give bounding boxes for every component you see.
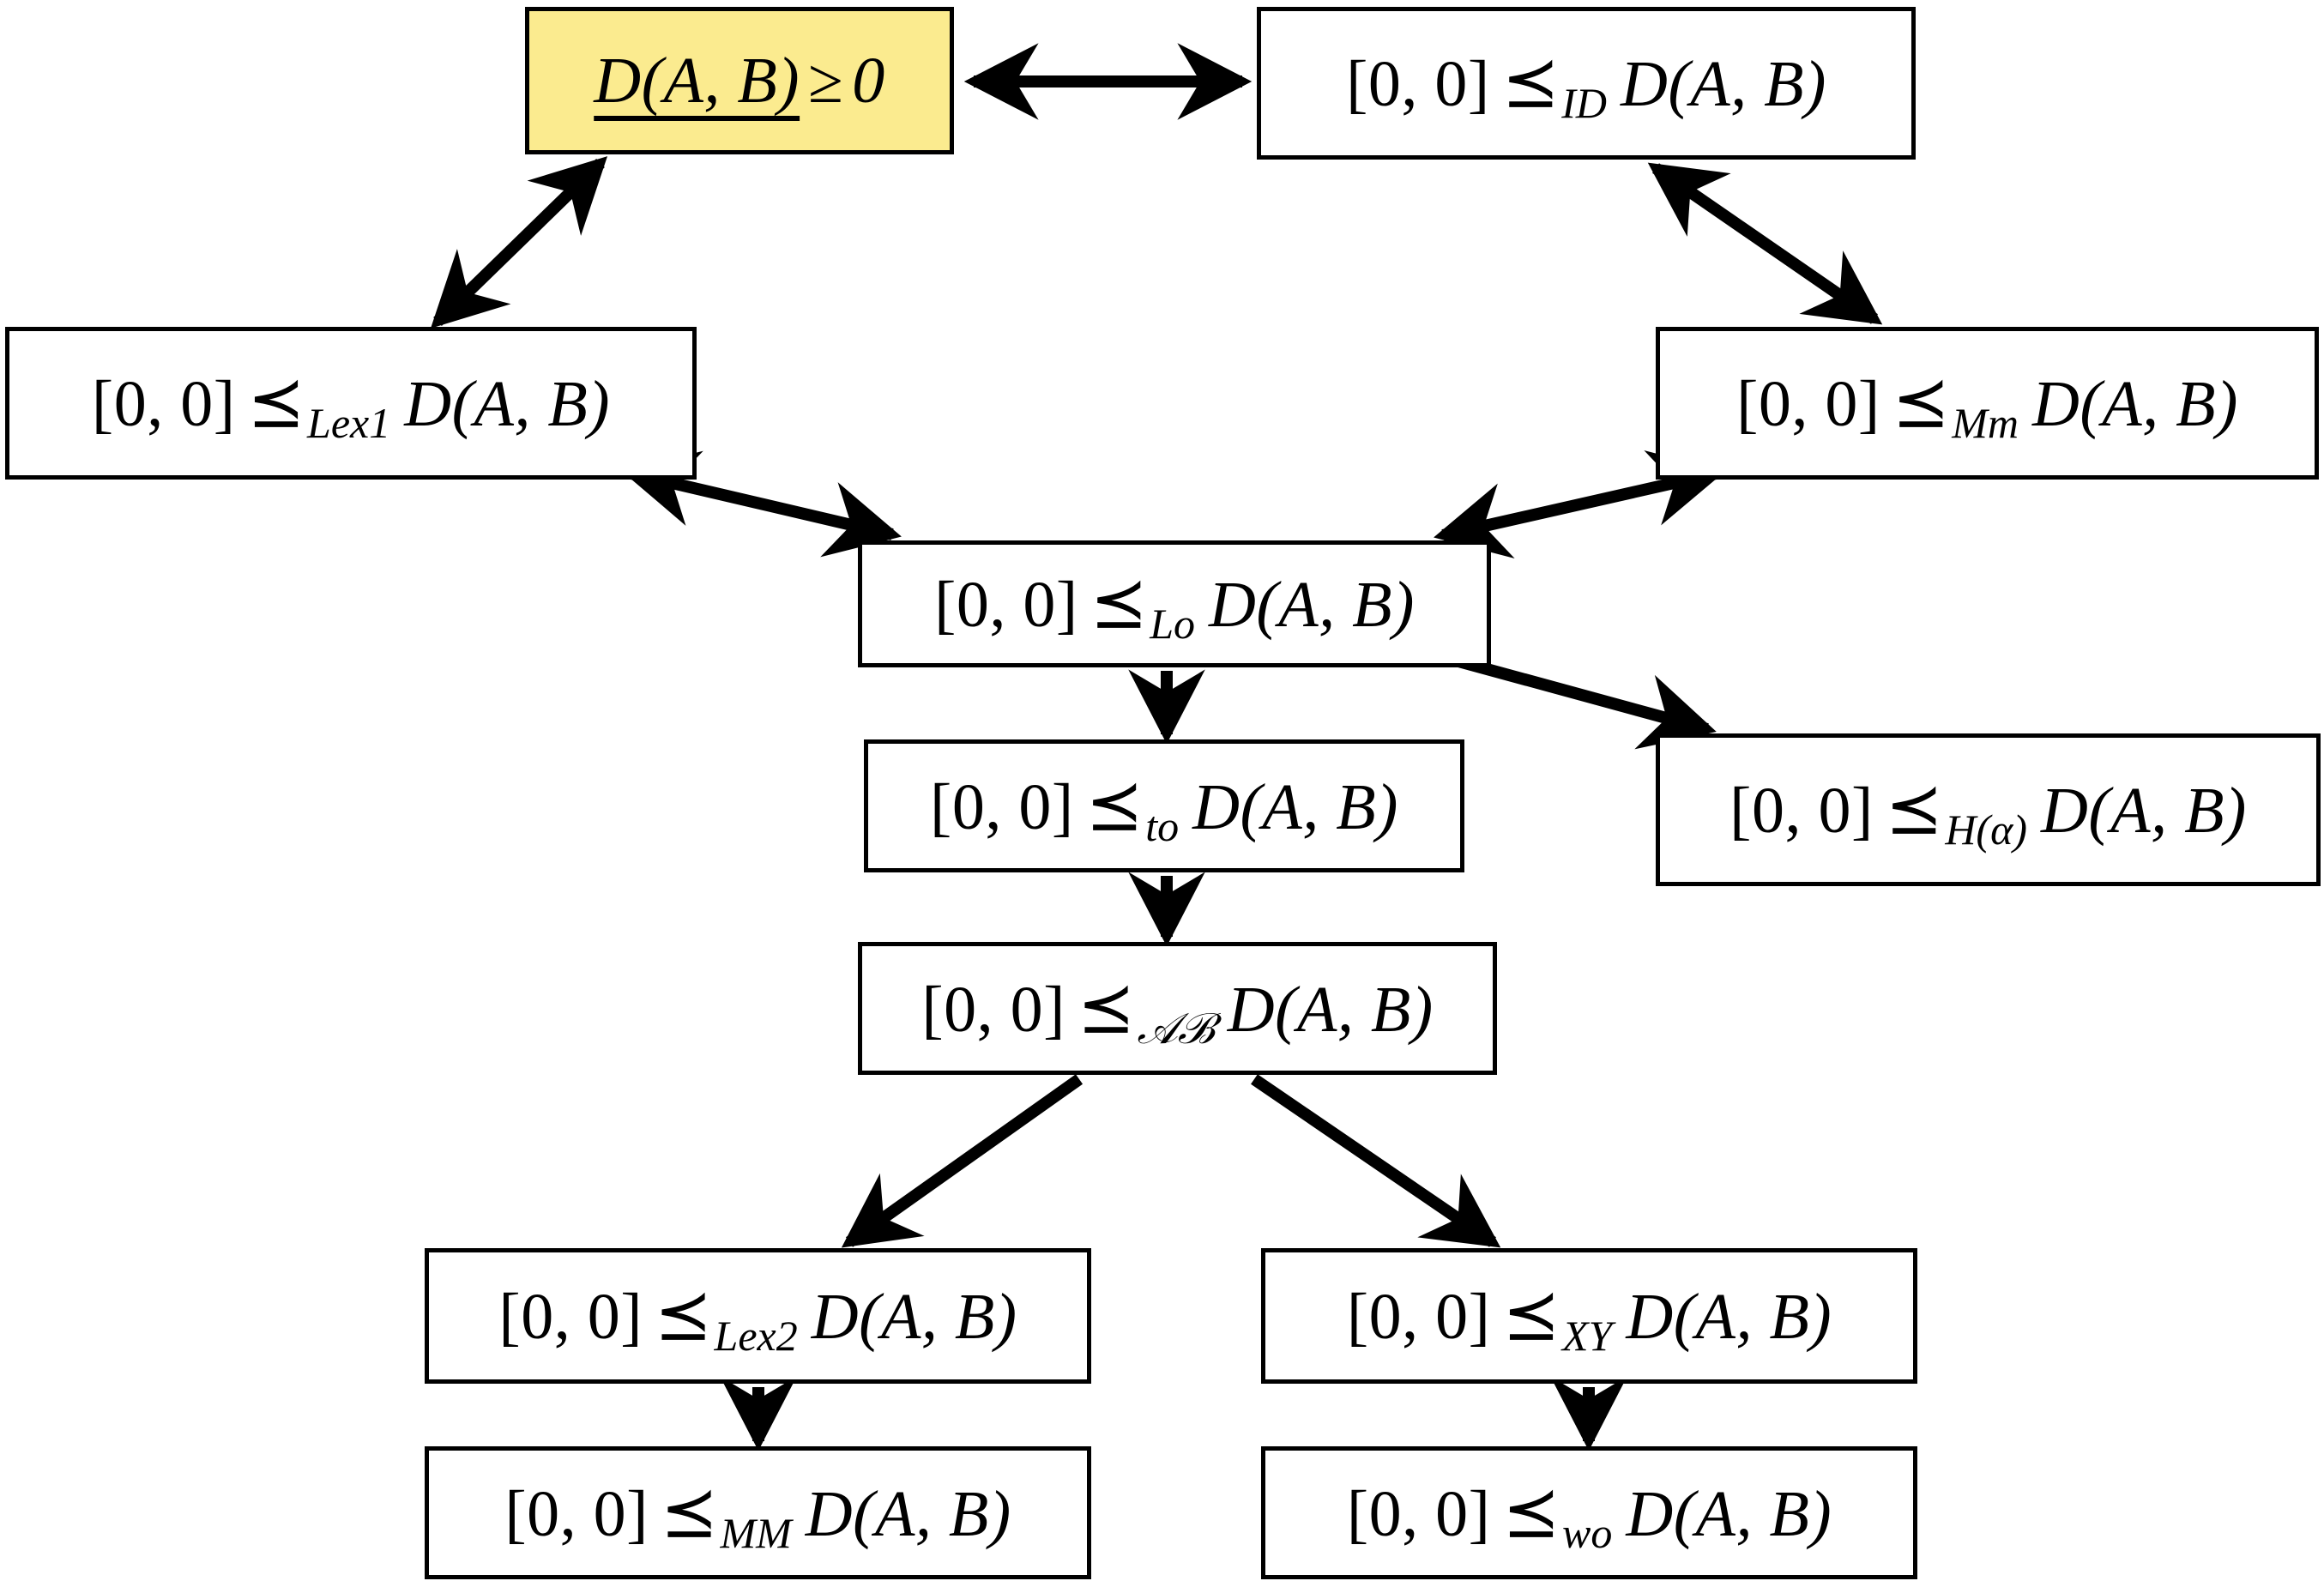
- distance-expr: D(A, B): [1626, 1477, 1832, 1550]
- node-lex2[interactable]: [0, 0]⪯Lex2 D(A, B): [425, 1248, 1091, 1384]
- node-formula: [0, 0]⪯wo D(A, B): [1346, 1475, 1832, 1554]
- distance-expr: D(A, B): [1621, 48, 1826, 120]
- preceq-relation-symbol: ⪯: [1077, 970, 1136, 1047]
- edge-lex1-lo: [622, 450, 902, 558]
- preceq-relation-symbol: ⪯: [1085, 768, 1144, 844]
- relation-subscript: to: [1145, 801, 1180, 850]
- preceq-relation-symbol: ⪯: [1090, 566, 1149, 642]
- preceq-relation-symbol: ⪯: [1501, 45, 1560, 121]
- node-wo[interactable]: [0, 0]⪯wo D(A, B): [1261, 1446, 1917, 1579]
- distance-expr: D(A, B): [404, 368, 611, 440]
- interval-literal: [0, 0]: [1346, 1281, 1491, 1353]
- zero-literal: 0: [852, 45, 885, 117]
- preceq-relation-symbol: ⪯: [1892, 365, 1951, 441]
- node-lex1[interactable]: [0, 0]⪯Lex1 D(A, B): [5, 327, 697, 480]
- edge-lex1-dab: [430, 156, 608, 329]
- edge-ab-lex2: [841, 1074, 1084, 1248]
- interval-literal: [0, 0]: [934, 569, 1078, 641]
- node-xy[interactable]: [0, 0]⪯XY D(A, B): [1261, 1248, 1917, 1384]
- node-lo[interactable]: [0, 0]⪯Lo D(A, B): [858, 540, 1491, 667]
- relation-subscript: Lex1: [307, 399, 391, 447]
- preceq-relation-symbol: ⪯: [1502, 1475, 1560, 1551]
- node-formula: [0, 0]⪯Lex1 D(A, B): [91, 365, 611, 444]
- underlined-distance-expr: D(A, B): [594, 45, 800, 117]
- edge-ab-xy: [1251, 1074, 1501, 1248]
- edge-lo-mm: [1434, 450, 1725, 558]
- distance-expr: D(A, B): [811, 1281, 1017, 1353]
- relation-subscript: Lex2: [714, 1312, 798, 1360]
- relation-subscript: ID: [1561, 79, 1608, 127]
- node-mm[interactable]: [0, 0]⪯Mm D(A, B): [1656, 327, 2319, 480]
- distance-expr: D(A, B): [805, 1477, 1011, 1550]
- node-d-ab-geq-zero[interactable]: D(A, B)≥0: [525, 7, 954, 154]
- interval-literal: [0, 0]: [91, 368, 236, 440]
- node-formula: [0, 0]⪯XY D(A, B): [1346, 1278, 1832, 1357]
- interval-literal: [0, 0]: [921, 973, 1065, 1046]
- interval-literal: [0, 0]: [1736, 368, 1880, 440]
- distance-expr: D(A, B): [2032, 368, 2238, 440]
- node-mm-upper[interactable]: [0, 0]⪯MM D(A, B): [425, 1446, 1091, 1579]
- node-formula: [0, 0]⪯ID D(A, B): [1346, 45, 1826, 124]
- node-formula: [0, 0]⪯MM D(A, B): [504, 1475, 1011, 1554]
- node-formula: [0, 0]⪯H(α) D(A, B): [1729, 772, 2247, 851]
- relation-subscript: H(α): [1945, 806, 2027, 854]
- preceq-relation-symbol: ⪯: [1885, 772, 1944, 848]
- preceq-relation-symbol: ⪯: [655, 1278, 713, 1354]
- preceq-relation-symbol: ⪯: [247, 365, 306, 441]
- node-formula: [0, 0]⪯Lo D(A, B): [934, 566, 1415, 645]
- edge-id-mm: [1647, 162, 1883, 325]
- greater-equal-sign: ≥: [808, 46, 844, 117]
- node-formula: [0, 0]⪯Lex2 D(A, B): [498, 1278, 1017, 1357]
- distance-expr: D(A, B): [1192, 770, 1398, 843]
- node-formula: [0, 0]⪯𝒜ℬ D(A, B): [921, 970, 1434, 1050]
- relation-subscript: Lo: [1150, 600, 1196, 648]
- node-script-ab[interactable]: [0, 0]⪯𝒜ℬ D(A, B): [858, 942, 1497, 1075]
- interval-literal: [0, 0]: [504, 1477, 649, 1550]
- interval-literal: [0, 0]: [498, 1281, 643, 1353]
- relation-subscript: Mm: [1952, 399, 2019, 447]
- preceq-relation-symbol: ⪯: [660, 1475, 719, 1551]
- interval-literal: [0, 0]: [1729, 775, 1874, 847]
- relation-subscript: 𝒜ℬ: [1137, 1003, 1214, 1053]
- relation-subscript: MM: [720, 1508, 792, 1557]
- distance-expr: D(A, B): [1209, 569, 1415, 641]
- node-formula: D(A, B)≥0: [594, 48, 884, 113]
- interval-literal: [0, 0]: [1346, 48, 1490, 120]
- node-id[interactable]: [0, 0]⪯ID D(A, B): [1257, 7, 1916, 160]
- distance-expr: D(A, B): [2040, 775, 2247, 847]
- relation-subscript: XY: [1561, 1312, 1613, 1360]
- interval-literal: [0, 0]: [930, 770, 1074, 843]
- distance-expr: D(A, B): [1626, 1281, 1832, 1353]
- relation-subscript: wo: [1561, 1508, 1613, 1557]
- node-h-alpha[interactable]: [0, 0]⪯H(α) D(A, B): [1656, 733, 2321, 886]
- interval-literal: [0, 0]: [1346, 1477, 1491, 1550]
- node-formula: [0, 0]⪯Mm D(A, B): [1736, 365, 2238, 444]
- distance-expr: D(A, B): [1227, 973, 1434, 1046]
- preceq-relation-symbol: ⪯: [1502, 1278, 1560, 1354]
